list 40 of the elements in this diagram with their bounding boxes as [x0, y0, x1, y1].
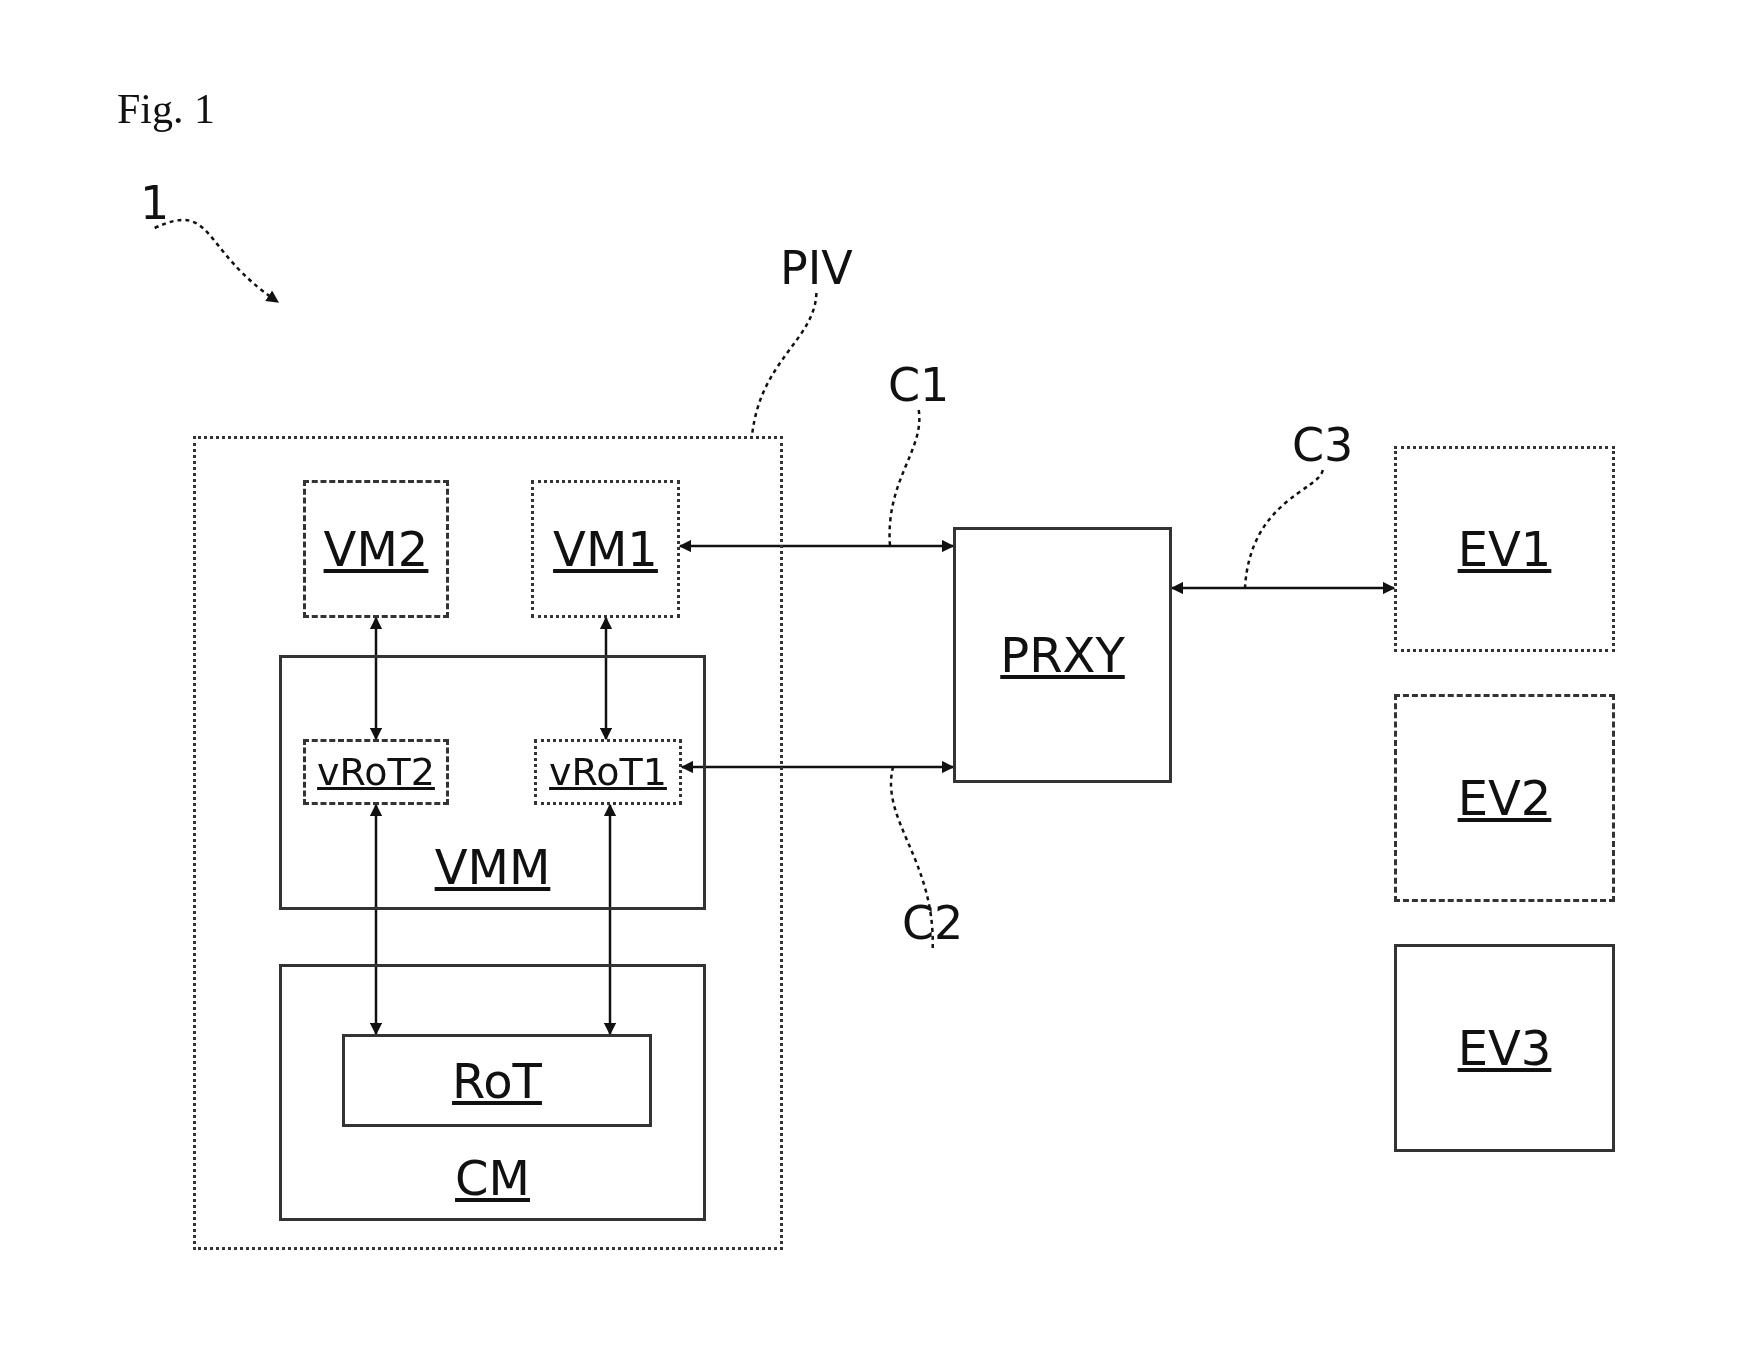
component-box — [1394, 944, 1615, 1152]
leader-line — [888, 409, 921, 547]
component-label: RoT — [452, 1052, 542, 1109]
component-label: vRoT1 — [549, 750, 667, 794]
component-box — [279, 964, 706, 1221]
component-label: EV2 — [1457, 770, 1552, 826]
component-box — [279, 655, 706, 910]
double-arrow — [678, 539, 955, 553]
component-label: PRXY — [1000, 627, 1125, 683]
component-label: VMM — [434, 839, 551, 895]
double-arrow — [603, 803, 617, 1036]
double-arrow — [1170, 581, 1396, 595]
double-arrow — [680, 760, 955, 774]
component-box — [342, 1034, 652, 1127]
component-box — [531, 480, 680, 618]
reference-label: C3 — [1292, 422, 1354, 468]
component-box — [534, 739, 682, 805]
double-arrow — [369, 803, 383, 1036]
component-box — [303, 480, 449, 618]
component-box — [953, 527, 1172, 783]
component-label: VM1 — [553, 521, 658, 577]
component-label: VM2 — [323, 521, 429, 577]
component-label: EV3 — [1457, 1020, 1552, 1076]
component-box — [1394, 694, 1615, 902]
leader-line — [1243, 469, 1324, 589]
reference-label: PIV — [780, 245, 853, 291]
component-box — [303, 739, 449, 805]
reference-label: 1 — [140, 180, 170, 226]
system-box — [193, 436, 783, 1250]
component-box — [1394, 446, 1615, 652]
component-label: CM — [455, 1150, 530, 1206]
figure-title: Fig. 1 — [117, 85, 216, 133]
reference-label: C1 — [888, 362, 950, 408]
component-label: vRoT2 — [317, 750, 435, 794]
leader-line — [889, 766, 934, 949]
component-label: EV1 — [1457, 521, 1552, 577]
reference-label: C2 — [902, 900, 964, 946]
leader-line — [154, 218, 279, 303]
double-arrow — [369, 616, 383, 741]
double-arrow — [599, 616, 613, 741]
